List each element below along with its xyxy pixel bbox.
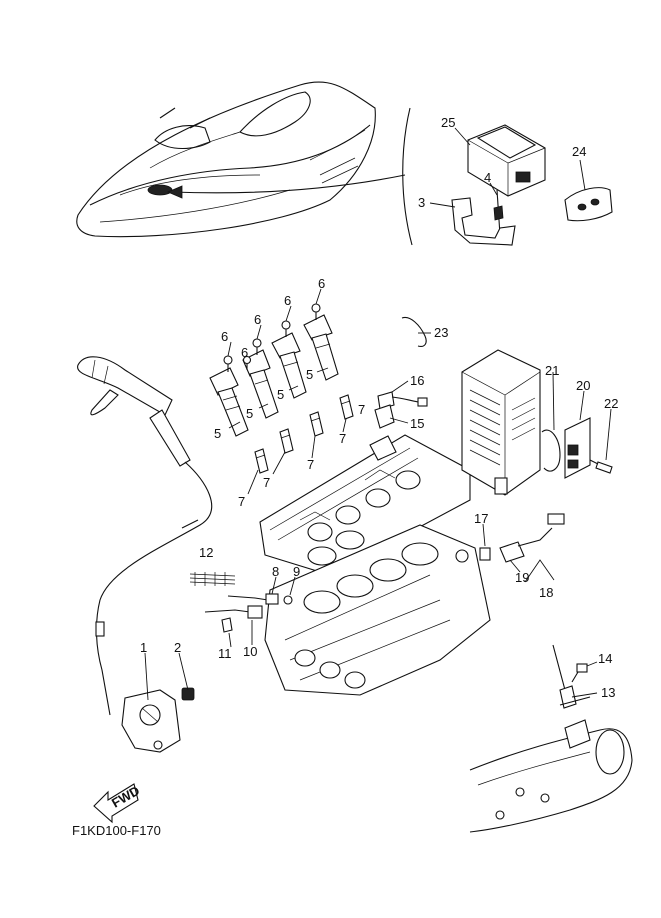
callout-14: 14 — [598, 651, 612, 666]
callout-17: 17 — [474, 511, 488, 526]
spring-12 — [189, 572, 236, 586]
exhaust-manifold — [469, 719, 633, 833]
gasket-ring — [541, 429, 561, 472]
callout-24: 24 — [572, 144, 586, 159]
callout-18: 18 — [539, 585, 553, 600]
cylinder-block — [264, 524, 491, 696]
sensor-8-9 — [227, 593, 293, 605]
callout-10: 10 — [243, 644, 257, 659]
ignition-coil-1 — [209, 367, 249, 437]
callout-23: 23 — [434, 325, 448, 340]
callout-7e: 7 — [358, 402, 365, 417]
bolt-14 — [571, 663, 588, 683]
remote-transmitter — [564, 187, 613, 222]
callout-3: 3 — [418, 195, 425, 210]
callout-21: 21 — [545, 363, 559, 378]
callout-16: 16 — [410, 373, 424, 388]
callout-19: 19 — [515, 570, 529, 585]
cylinder-head — [259, 434, 471, 576]
callout-6c: 6 — [284, 293, 291, 308]
temperature-sensor-13 — [552, 644, 591, 709]
ignition-coil-3 — [271, 332, 307, 399]
throttle-grip — [77, 356, 191, 467]
callout-2: 2 — [174, 640, 181, 655]
sensor-17 — [479, 547, 491, 561]
cap-2 — [181, 687, 195, 701]
ecu-unit — [467, 124, 546, 197]
callout-6e: 6 — [241, 345, 248, 360]
callout-13: 13 — [601, 685, 615, 700]
callout-5d: 5 — [306, 367, 313, 382]
callout-9: 9 — [293, 564, 300, 579]
figure-code: F1KD100-F170 — [72, 823, 161, 838]
callout-15: 15 — [410, 416, 424, 431]
callout-6a: 6 — [221, 329, 228, 344]
callout-labels: 25 24 4 3 6 6 6 6 6 23 5 5 5 5 16 15 21 … — [140, 115, 618, 700]
callout-5b: 5 — [246, 406, 253, 421]
callout-12: 12 — [199, 545, 213, 560]
sensor-10-11 — [204, 605, 263, 633]
sensor-15 — [374, 404, 395, 429]
callout-7a: 7 — [238, 494, 245, 509]
electrical-box — [461, 349, 541, 496]
coil-bolts — [223, 303, 321, 372]
callout-1: 1 — [140, 640, 147, 655]
callout-6d: 6 — [318, 276, 325, 291]
callout-25: 25 — [441, 115, 455, 130]
location-arrow — [166, 174, 406, 199]
ecu-bracket — [451, 197, 516, 246]
watercraft-illustration — [76, 81, 376, 238]
fwd-arrow: FWD — [93, 783, 142, 824]
callout-5c: 5 — [277, 387, 284, 402]
callout-22: 22 — [604, 396, 618, 411]
rectifier-regulator — [564, 417, 591, 479]
sensor-19-18 — [499, 513, 565, 563]
callout-4: 4 — [484, 170, 491, 185]
callout-6b: 6 — [254, 312, 261, 327]
wire-clip-23 — [401, 316, 427, 347]
leader-lines — [144, 127, 612, 701]
spark-plugs — [254, 394, 354, 474]
inset-bracket — [402, 107, 413, 246]
callout-11: 11 — [218, 646, 232, 661]
bolt-22 — [589, 459, 613, 474]
ignition-coil-4 — [303, 314, 339, 381]
callout-5a: 5 — [214, 426, 221, 441]
callout-20: 20 — [576, 378, 590, 393]
ignition-coil-2 — [242, 349, 279, 419]
pin-part — [493, 189, 504, 236]
throttle-cable — [95, 461, 213, 716]
callout-8: 8 — [272, 564, 279, 579]
callout-7d: 7 — [339, 431, 346, 446]
callout-7c: 7 — [307, 457, 314, 472]
callout-7b: 7 — [263, 475, 270, 490]
throttle-body — [121, 689, 181, 753]
